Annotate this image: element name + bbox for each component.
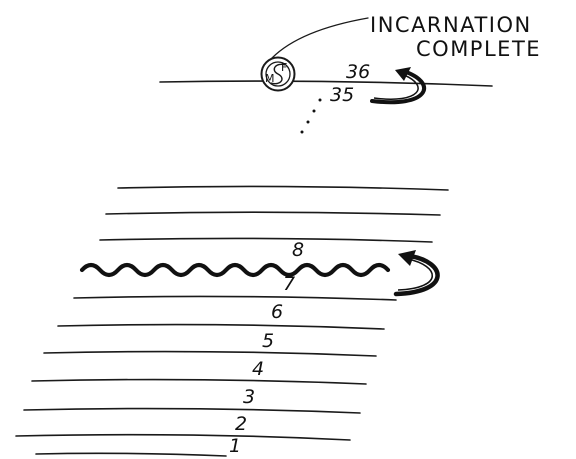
level-number-7: 7	[283, 273, 295, 295]
caption-leader-line	[271, 17, 369, 59]
top-level-line	[159, 80, 493, 87]
caption-line-2: COMPLETE	[416, 37, 541, 61]
level-number-3: 3	[243, 386, 255, 408]
caption-line-1: INCARNATION	[370, 13, 532, 37]
level-number-6: 6	[271, 301, 283, 323]
wavy-barrier	[79, 262, 391, 278]
level-number-5: 5	[262, 330, 274, 352]
middle-arrowhead-icon	[398, 250, 416, 266]
dotted-trail	[300, 98, 322, 134]
top-arrowhead-icon	[395, 67, 411, 81]
wavy-barrier-line	[79, 262, 391, 278]
ms-emblem: M F	[260, 56, 296, 92]
emblem-inner-circle	[265, 61, 291, 87]
emblem-letter-f: F	[281, 61, 287, 74]
emblem-letter-m: M	[265, 72, 275, 85]
level-rungs	[15, 185, 449, 457]
level-number-8: 8	[292, 239, 304, 261]
level-number-1: 1	[229, 435, 241, 457]
top-number-upper: 36	[346, 61, 370, 83]
level-number-2: 2	[235, 413, 247, 435]
level-number-4: 4	[252, 358, 264, 380]
middle-return-arrow	[393, 250, 440, 297]
emblem-s-curve-icon	[270, 63, 286, 85]
top-number-lower: 35	[330, 84, 354, 106]
top-return-arrow	[370, 67, 427, 105]
